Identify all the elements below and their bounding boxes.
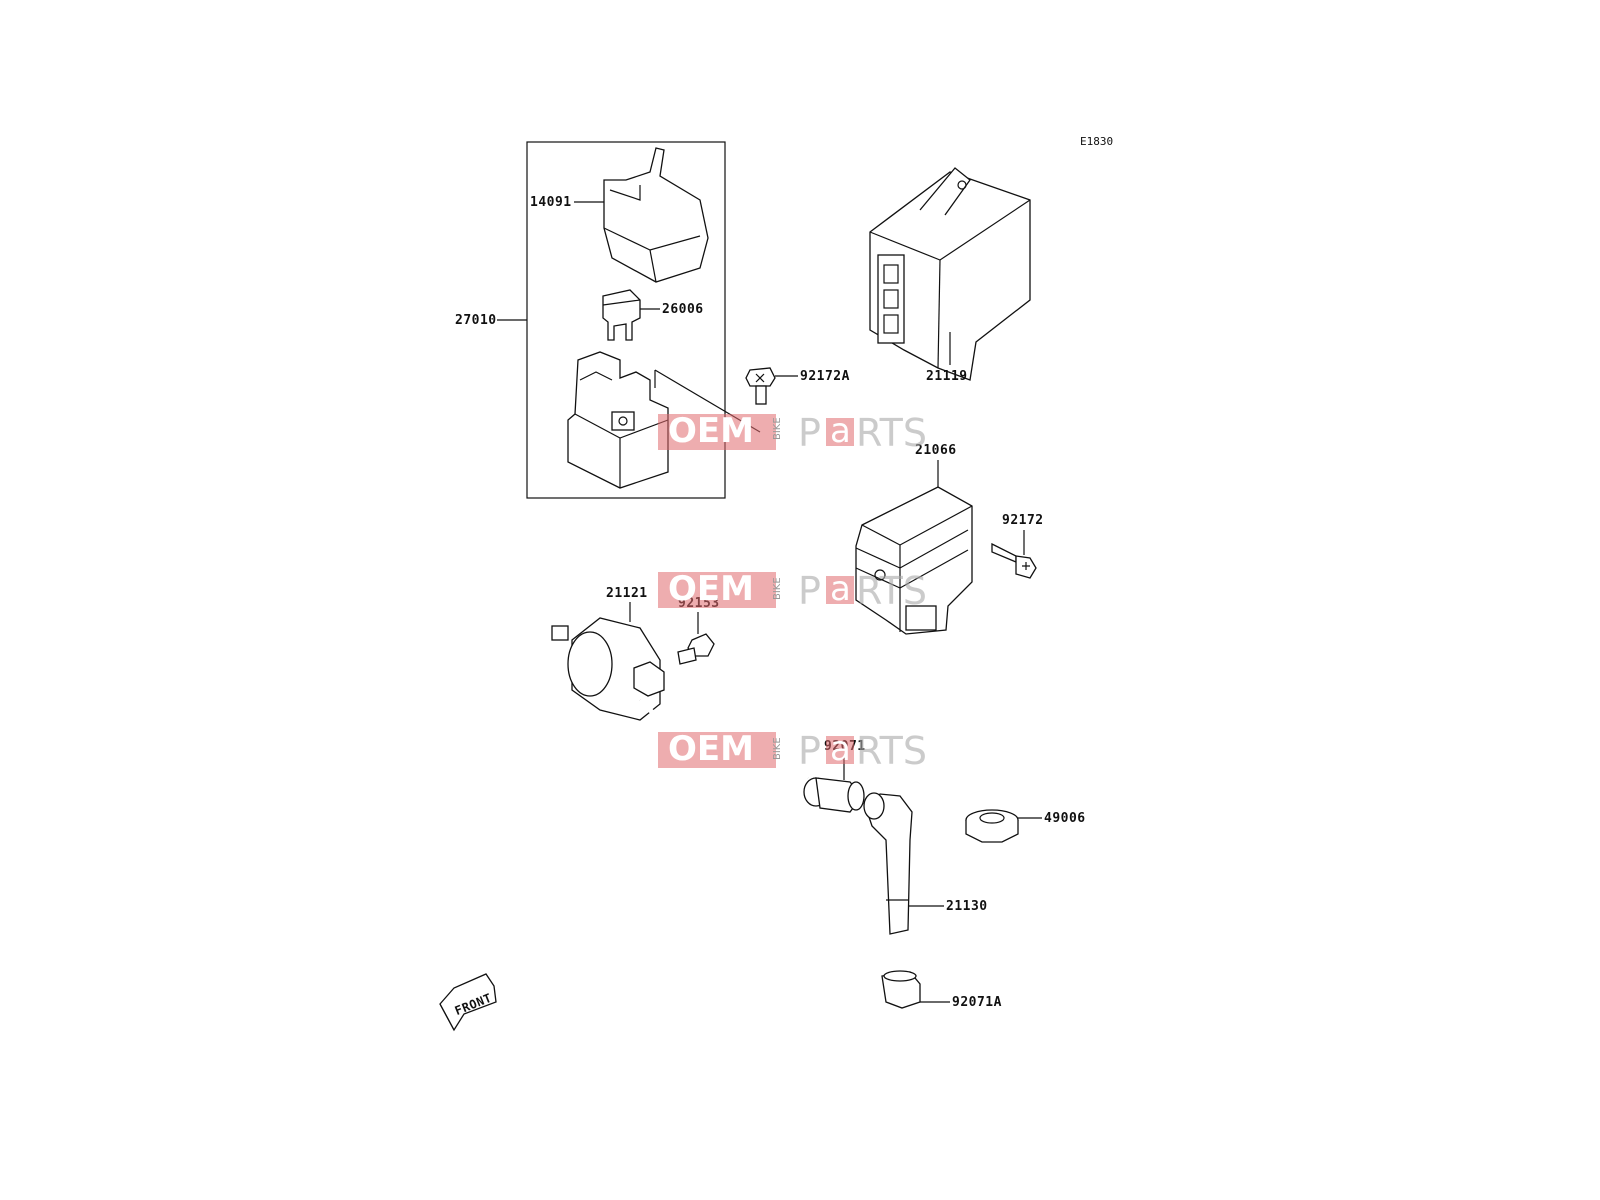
diagram-code: E1830 (1080, 135, 1113, 148)
watermark-3: OEM BIKE P a RTS (658, 729, 927, 773)
part-label-14091[interactable]: 14091 (530, 195, 572, 210)
svg-text:a: a (830, 729, 851, 769)
svg-text:OEM: OEM (668, 411, 754, 451)
svg-text:RTS: RTS (856, 569, 927, 613)
svg-text:a: a (830, 569, 851, 609)
svg-text:RTS: RTS (856, 729, 927, 773)
watermark-2: OEM BIKE P a RTS (658, 569, 927, 613)
svg-text:a: a (830, 411, 851, 451)
svg-text:RTS: RTS (856, 411, 927, 455)
part-label-27010[interactable]: 27010 (455, 313, 497, 328)
part-label-21121[interactable]: 21121 (606, 586, 648, 601)
part-label-92172A[interactable]: 92172A (800, 369, 850, 384)
grommet-49006[interactable] (965, 809, 1019, 843)
svg-text:P: P (798, 729, 821, 773)
svg-text:BIKE: BIKE (772, 737, 783, 760)
plug-boot-92071[interactable] (803, 777, 865, 813)
fuse-26006[interactable] (602, 289, 641, 341)
bolt-92153[interactable] (677, 633, 715, 665)
svg-text:P: P (798, 411, 821, 455)
svg-text:BIKE: BIKE (772, 417, 783, 440)
cdi-unit-21119[interactable] (869, 167, 1031, 381)
screw-92172A[interactable] (745, 367, 776, 405)
svg-text:BIKE: BIKE (772, 577, 783, 600)
part-label-92071A[interactable]: 92071A (952, 995, 1002, 1010)
svg-text:OEM: OEM (668, 729, 754, 769)
relay-cover-14091[interactable] (603, 147, 709, 283)
cap-92071A[interactable] (881, 970, 921, 1009)
part-label-26006[interactable]: 26006 (662, 302, 704, 317)
part-label-21130[interactable]: 21130 (946, 899, 988, 914)
bolt-92172[interactable] (991, 542, 1037, 579)
part-label-92172[interactable]: 92172 (1002, 513, 1044, 528)
regulator-rectifier-21066[interactable] (855, 486, 973, 635)
ignition-coil-21121[interactable] (551, 617, 810, 781)
part-label-21066[interactable]: 21066 (915, 443, 957, 458)
part-label-49006[interactable]: 49006 (1044, 811, 1086, 826)
starter-relay-body[interactable] (567, 351, 669, 489)
front-arrow-icon: FRONT (439, 973, 497, 1032)
part-label-21119[interactable]: 21119 (926, 369, 968, 384)
svg-text:P: P (798, 569, 821, 613)
watermark-1: OEM BIKE P a RTS (658, 411, 927, 455)
spark-plug-cap-21130[interactable] (863, 792, 913, 935)
svg-text:OEM: OEM (668, 569, 754, 609)
